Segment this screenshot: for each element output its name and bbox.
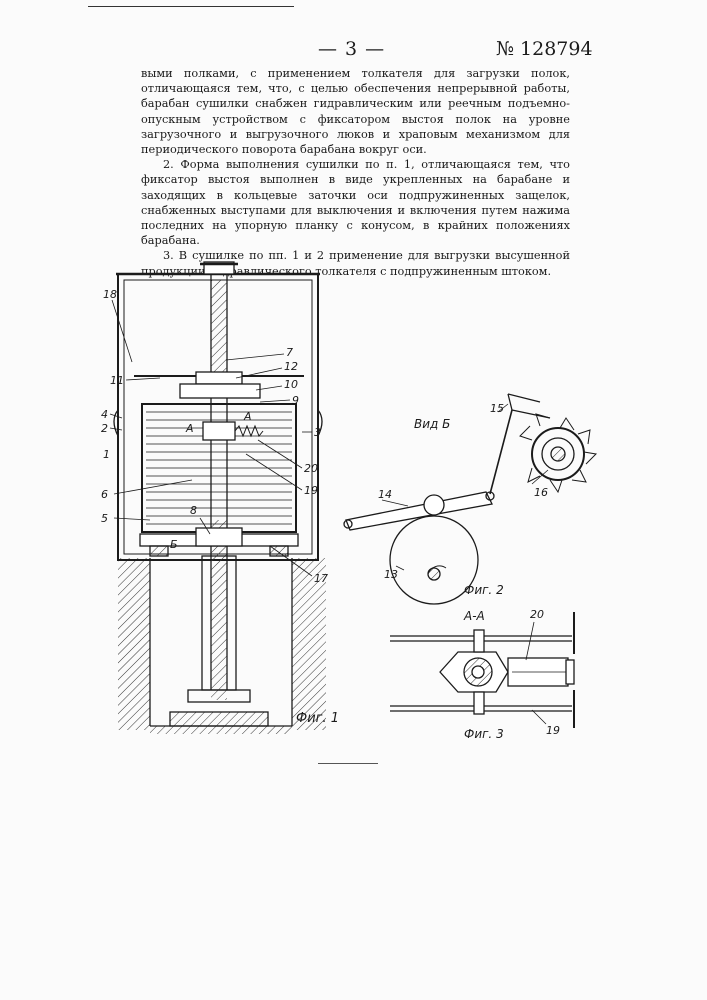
fig1-label-6: 6 — [101, 488, 108, 501]
fig2-label-15: 15 — [490, 402, 504, 415]
fig1-caption: Фиг. 1 — [296, 711, 339, 726]
figure-3 — [390, 612, 574, 728]
fig2-label-13: 13 — [384, 568, 398, 581]
fig3-label-19: 19 — [546, 724, 560, 737]
fig3-caption: Фиг. 3 — [464, 727, 504, 741]
figure-1 — [114, 262, 326, 734]
fig1-label-4: 4 — [101, 408, 108, 421]
fig2-view-label: Вид Б — [414, 417, 450, 431]
fig1-label-7: 7 — [286, 346, 293, 359]
fig1-label-20: 20 — [304, 462, 318, 475]
fig1-label-11: 11 — [110, 374, 124, 387]
fig1-label-17: 17 — [314, 572, 328, 585]
fig1-label-B: Б — [170, 538, 178, 551]
fig1-label-9: 9 — [292, 394, 299, 407]
fig1-label-5: 5 — [101, 512, 108, 525]
fig1-label-18: 18 — [103, 288, 117, 301]
fig1-label-2: 2 — [101, 422, 108, 435]
fig1-label-A2: А — [243, 410, 252, 423]
fig2-label-14: 14 — [378, 488, 392, 501]
fig3-section-label: А-А — [463, 609, 485, 623]
fig1-label-8: 8 — [190, 504, 197, 517]
fig1-label-19: 19 — [304, 484, 318, 497]
fig1-label-10: 10 — [284, 378, 298, 391]
end-rule — [318, 763, 378, 764]
fig2-label-16: 16 — [534, 486, 548, 499]
fig1-label-A1: А — [185, 422, 194, 435]
fig3-label-20: 20 — [530, 608, 544, 621]
fig2-caption: Фиг. 2 — [464, 583, 504, 597]
fig1-label-3: 3 — [314, 426, 321, 439]
fig1-label-1: 1 — [103, 448, 110, 461]
fig1-label-12: 12 — [284, 360, 298, 373]
